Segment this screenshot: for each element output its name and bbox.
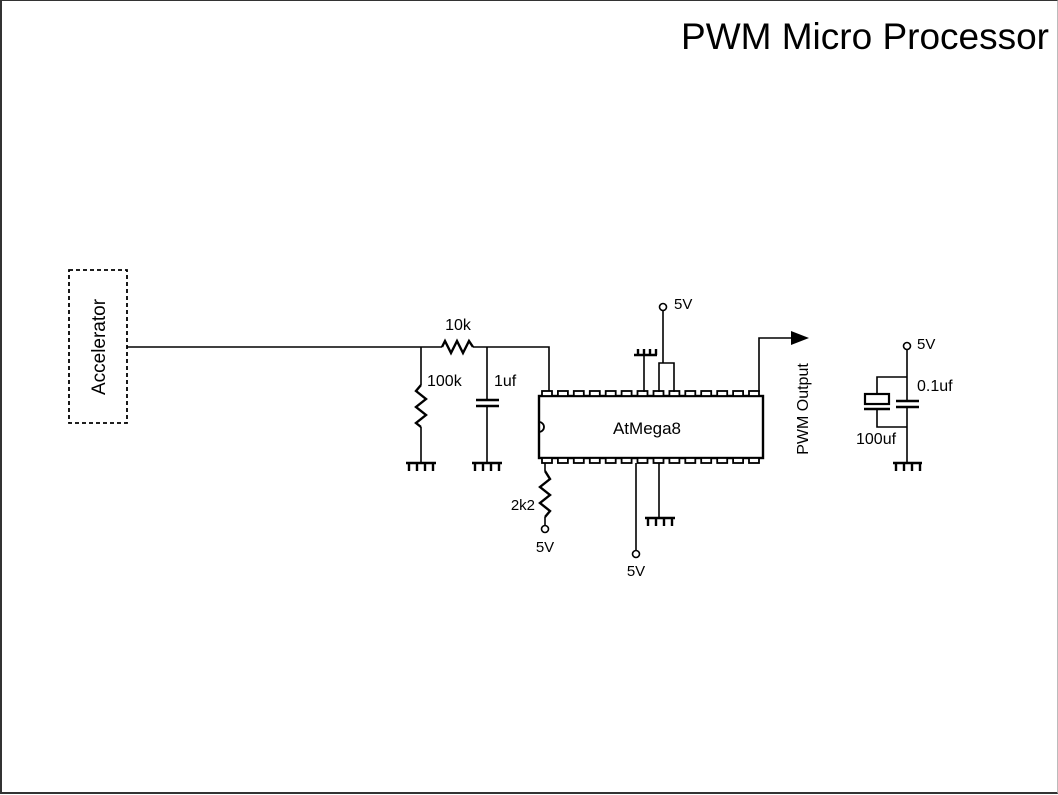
- chip-pin: [604, 390, 617, 397]
- chip-pin: [636, 457, 649, 464]
- chip-pin: [588, 390, 601, 397]
- resistor-2k2-label: 2k2: [511, 497, 535, 514]
- chip-pin: [700, 457, 713, 464]
- chip-pin: [652, 457, 665, 464]
- chip-pin: [604, 457, 617, 464]
- resistor-10k: 10k: [440, 317, 474, 356]
- ground-icon: [634, 349, 658, 392]
- vcc-decouple-label: 5V: [917, 336, 935, 353]
- vcc-top-label: 5V: [674, 296, 692, 313]
- pin1-notch-icon: [538, 421, 545, 433]
- resistor-2k2: 2k2 5V: [511, 463, 554, 556]
- chip-pin: [572, 457, 585, 464]
- chip-pin: [620, 457, 633, 464]
- ground-icon: [645, 463, 675, 526]
- ground-icon: [472, 461, 502, 471]
- capacitor-1uf-label: 1uf: [494, 373, 517, 390]
- chip-vcc-top: 5V: [658, 296, 692, 392]
- vcc-reset-label: 5V: [536, 539, 554, 556]
- accelerator-label: Accelerator: [89, 298, 110, 395]
- capacitor-100uf-label: 100uf: [856, 431, 897, 448]
- vcc-bottom-label: 5V: [627, 563, 645, 580]
- ground-icon: [406, 461, 436, 471]
- capacitor-0.1uf: [896, 399, 919, 409]
- chip-pin: [700, 390, 713, 397]
- chip-pin: [716, 390, 729, 397]
- ground-icon: [893, 461, 922, 471]
- atmega8-chip: AtMega8: [537, 390, 765, 464]
- chip-pin: [557, 457, 569, 464]
- capacitor-1uf: 1uf: [476, 347, 517, 463]
- chip-top-pins: [541, 390, 760, 397]
- resistor-10k-label: 10k: [445, 317, 472, 334]
- diagram-title: PWM Micro Processor: [681, 16, 1049, 57]
- chip-pin: [668, 457, 681, 464]
- terminal-icon: [631, 549, 641, 559]
- chip-pin: [732, 457, 744, 464]
- chip-pin: [636, 390, 649, 397]
- pwm-output-label: PWM Output: [795, 363, 812, 455]
- accelerator-block: Accelerator: [68, 269, 128, 424]
- resistor-100k-label: 100k: [427, 373, 463, 390]
- arrow-icon: [791, 331, 809, 345]
- pwm-output: PWM Output: [758, 331, 812, 455]
- terminal-icon: [902, 341, 912, 351]
- chip-pin: [732, 390, 744, 397]
- chip-pin: [620, 390, 633, 397]
- chip-vcc-bottom: 5V: [627, 463, 645, 580]
- chip-pin: [557, 390, 569, 397]
- chip-pin: [748, 390, 760, 397]
- chip-pin: [716, 457, 729, 464]
- resistor-100k: 100k: [414, 347, 463, 463]
- chip-pin: [684, 390, 697, 397]
- chip-bottom-pins: [541, 457, 760, 464]
- chip-pin: [588, 457, 601, 464]
- chip-label: AtMega8: [613, 419, 681, 438]
- chip-pin: [541, 390, 553, 397]
- chip-pin: [684, 457, 697, 464]
- chip-pin: [572, 390, 585, 397]
- capacitor-0.1uf-label: 0.1uf: [917, 378, 953, 395]
- chip-input-wire: [473, 346, 550, 392]
- capacitor-100uf: [863, 392, 891, 406]
- decoupling-network: 5V 0.1uf 100uf: [856, 336, 953, 463]
- chip-pin: [748, 457, 760, 464]
- chip-pin: [541, 457, 553, 464]
- terminal-icon: [540, 524, 550, 534]
- terminal-icon: [658, 302, 668, 312]
